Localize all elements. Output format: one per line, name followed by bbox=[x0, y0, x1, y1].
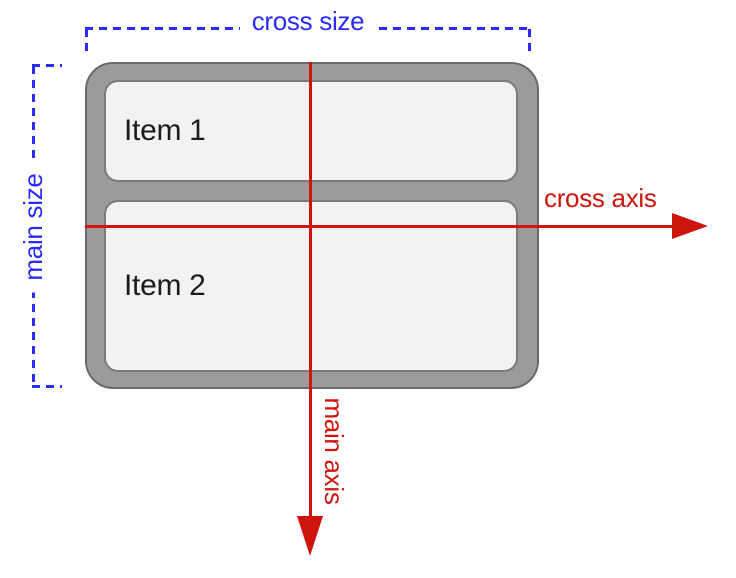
cross-axis-arrowhead-icon bbox=[672, 213, 708, 239]
main-size-bracket-tick-top bbox=[32, 64, 62, 67]
main-size-bracket-tick-bottom bbox=[32, 385, 62, 388]
cross-axis-line bbox=[85, 225, 675, 228]
cross-size-bracket-tick-right bbox=[528, 29, 531, 53]
main-axis-label: main axis bbox=[319, 397, 349, 505]
main-size-label: main size bbox=[17, 161, 49, 293]
flex-item-1-label: Item 1 bbox=[124, 114, 206, 147]
main-size-label-wrap: main size bbox=[17, 161, 49, 293]
cross-size-label-wrap: cross size bbox=[85, 5, 531, 37]
flex-item-2-label: Item 2 bbox=[124, 269, 206, 302]
main-axis-line bbox=[309, 62, 312, 518]
cross-axis-label: cross axis bbox=[544, 183, 657, 213]
main-axis-arrowhead-icon bbox=[297, 516, 323, 556]
cross-size-bracket-tick-left bbox=[85, 29, 88, 53]
cross-size-label: cross size bbox=[239, 5, 377, 37]
